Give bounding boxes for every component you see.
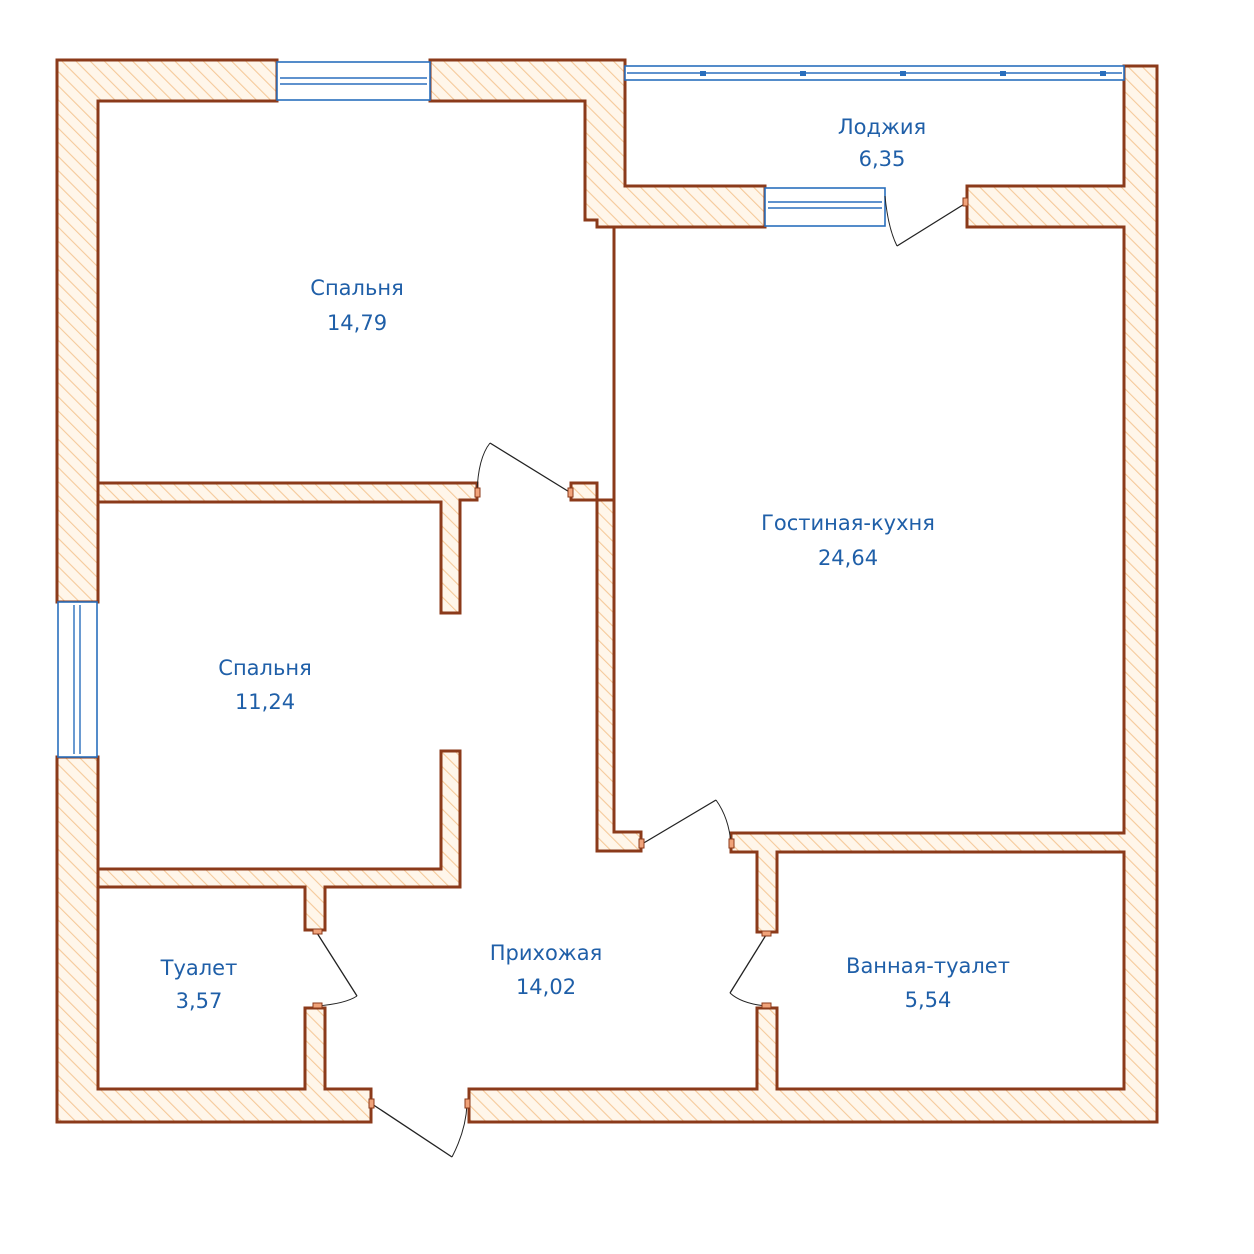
door-living	[638, 799, 735, 849]
wall-bedroom-divider	[96, 481, 479, 615]
room-bedroom2-area: 11,24	[235, 690, 295, 714]
window-bedroom2	[57, 601, 98, 758]
room-bath-area: 5,54	[905, 988, 952, 1012]
window-loggia	[624, 65, 1125, 81]
door-entrance	[368, 1098, 471, 1158]
room-bedroom1-name: Спальня	[310, 276, 403, 300]
room-loggia-name: Лоджия	[838, 115, 926, 139]
room-bedroom2-name: Спальня	[218, 656, 311, 680]
door-toilet	[312, 928, 358, 1009]
room-hall-name: Прихожая	[490, 941, 602, 965]
windows	[57, 61, 1125, 758]
window-living	[764, 187, 886, 227]
doors	[312, 195, 969, 1158]
wall-bedroom2-lower	[96, 749, 462, 932]
door-bedroom1	[474, 442, 574, 498]
room-toilet-area: 3,57	[176, 989, 223, 1013]
room-bath-name: Ванная-туалет	[846, 954, 1010, 978]
door-loggia	[884, 195, 969, 247]
room-toilet-name: Туалет	[160, 956, 238, 980]
room-bedroom1-area: 14,79	[327, 311, 387, 335]
door-bath	[729, 930, 772, 1009]
wall-left-upper	[55, 58, 279, 604]
wall-left-lower	[55, 755, 373, 1124]
window-bedroom1	[276, 61, 431, 101]
wall-central	[569, 481, 599, 502]
room-living-name: Гостиная-кухня	[761, 511, 935, 535]
room-labels: Лоджия 6,35 Спальня 14,79 Гостиная-кухня…	[160, 115, 1010, 1013]
wall-top-center	[428, 58, 767, 853]
room-loggia-area: 6,35	[859, 147, 906, 171]
room-hall-area: 14,02	[516, 975, 576, 999]
room-living-area: 24,64	[818, 546, 878, 570]
